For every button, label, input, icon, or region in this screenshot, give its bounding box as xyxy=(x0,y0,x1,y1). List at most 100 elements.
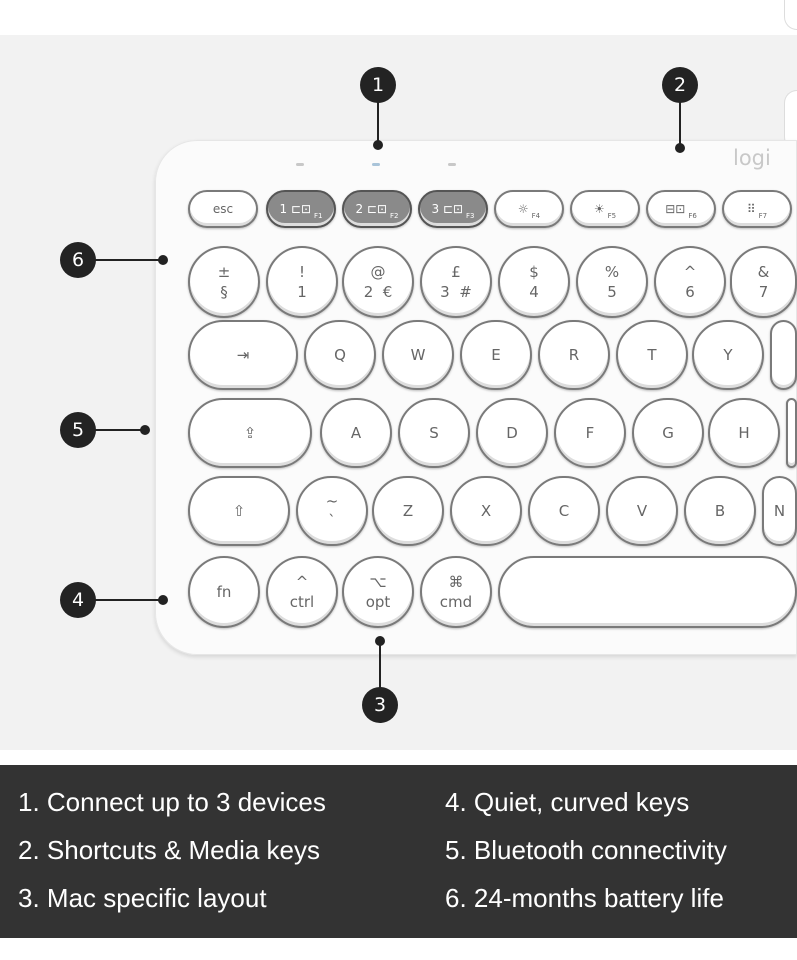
key-sublabel: ` xyxy=(328,512,336,530)
key-q_row-1[interactable]: Q xyxy=(304,320,376,390)
callout-3: 3 xyxy=(362,687,398,723)
key-a_row-7[interactable] xyxy=(786,398,797,468)
key-number_row-2[interactable]: @2 € xyxy=(342,246,414,318)
key-q_row-4[interactable]: R xyxy=(538,320,610,390)
callout-line xyxy=(94,429,144,431)
key-fn_row-5[interactable]: ☀F5 xyxy=(570,190,640,228)
callout-2: 2 xyxy=(662,67,698,103)
key-label: & xyxy=(757,263,770,281)
key-q_row-6[interactable]: Y xyxy=(692,320,764,390)
key-fn_row-3[interactable]: 3 ⊏⊡F3 xyxy=(418,190,488,228)
key-bottom_row-2[interactable]: ⌥ opt xyxy=(342,556,414,628)
key-label: G xyxy=(662,424,674,442)
key-label: ☀ xyxy=(593,202,605,216)
key-sublabel: 7 xyxy=(758,283,769,301)
callout-line xyxy=(377,100,379,145)
key-label: E xyxy=(491,346,501,364)
key-sublabel: opt xyxy=(365,593,391,611)
carousel-button[interactable] xyxy=(784,0,797,30)
feature-6: 6. 24-months battery life xyxy=(445,883,724,913)
key-a_row-1[interactable]: A xyxy=(320,398,392,468)
function-key-label: F3 xyxy=(466,212,475,220)
key-label: N xyxy=(773,502,786,520)
key-a_row-3[interactable]: D xyxy=(476,398,548,468)
callout-line xyxy=(94,259,162,261)
callout-1: 1 xyxy=(360,67,396,103)
key-label: B xyxy=(714,502,726,520)
key-q_row-3[interactable]: E xyxy=(460,320,532,390)
key-fn_row-2[interactable]: 2 ⊏⊡F2 xyxy=(342,190,412,228)
key-label: ⇥ xyxy=(236,346,250,364)
key-label: 2 ⊏⊡ xyxy=(355,202,388,216)
key-label: W xyxy=(410,346,426,364)
function-key-label: F1 xyxy=(314,212,323,220)
key-a_row-4[interactable]: F xyxy=(554,398,626,468)
key-sublabel: 1 xyxy=(297,283,307,301)
key-fn_row-6[interactable]: ⊟⊡F6 xyxy=(646,190,716,228)
key-label: esc xyxy=(212,202,234,216)
key-label: ^ xyxy=(683,263,697,281)
key-number_row-1[interactable]: !1 xyxy=(266,246,338,318)
key-label: ± xyxy=(217,263,231,281)
key-label: ⇧ xyxy=(232,502,246,520)
key-z_row-5[interactable]: V xyxy=(606,476,678,546)
key-label: Q xyxy=(334,346,346,364)
key-z_row-3[interactable]: X xyxy=(450,476,522,546)
device-led-2 xyxy=(372,163,380,166)
key-label: ⇪ xyxy=(243,424,257,442)
key-number_row-0[interactable]: ±§ xyxy=(188,246,260,318)
key-fn_row-0[interactable]: esc xyxy=(188,190,258,228)
key-a_row-5[interactable]: G xyxy=(632,398,704,468)
key-number_row-7[interactable]: &7 xyxy=(730,246,797,318)
device-led-3 xyxy=(448,163,456,166)
key-bottom_row-1[interactable]: ^ctrl xyxy=(266,556,338,628)
key-number_row-5[interactable]: %5 xyxy=(576,246,648,318)
key-label: V xyxy=(636,502,648,520)
key-a_row-6[interactable]: H xyxy=(708,398,780,468)
key-label: A xyxy=(350,424,362,442)
key-q_row-2[interactable]: W xyxy=(382,320,454,390)
key-a_row-2[interactable]: S xyxy=(398,398,470,468)
key-q_row-0[interactable]: ⇥ xyxy=(188,320,298,390)
key-label: ! xyxy=(298,263,305,281)
key-sublabel: cmd xyxy=(439,593,473,611)
key-sublabel: 5 xyxy=(607,283,617,301)
key-number_row-3[interactable]: £3 # xyxy=(420,246,492,318)
key-label: Z xyxy=(402,502,414,520)
key-label: ⊟⊡ xyxy=(665,202,686,216)
key-q_row-7[interactable] xyxy=(770,320,797,390)
feature-4: 4. Quiet, curved keys xyxy=(445,787,690,817)
key-label: ⌥ xyxy=(369,573,387,591)
key-z_row-2[interactable]: Z xyxy=(372,476,444,546)
key-z_row-1[interactable]: ~` xyxy=(296,476,368,546)
key-bottom_row-3[interactable]: ⌘ cmd xyxy=(420,556,492,628)
key-z_row-4[interactable]: C xyxy=(528,476,600,546)
key-bottom_row-0[interactable]: fn xyxy=(188,556,260,628)
key-z_row-7[interactable]: N xyxy=(762,476,797,546)
key-sublabel: 4 xyxy=(529,283,539,301)
key-number_row-6[interactable]: ^6 xyxy=(654,246,726,318)
key-label: R xyxy=(568,346,580,364)
callout-dot xyxy=(373,140,383,150)
callout-dot xyxy=(140,425,150,435)
key-q_row-5[interactable]: T xyxy=(616,320,688,390)
key-sublabel: ctrl xyxy=(289,593,315,611)
callout-6: 6 xyxy=(60,242,96,278)
key-fn_row-1[interactable]: 1 ⊏⊡F1 xyxy=(266,190,336,228)
key-label: fn xyxy=(216,583,232,601)
function-key-label: F6 xyxy=(688,212,697,220)
callout-line xyxy=(94,599,162,601)
key-bottom_row-4[interactable] xyxy=(498,556,797,628)
key-z_row-6[interactable]: B xyxy=(684,476,756,546)
device-led-1 xyxy=(296,163,304,166)
callout-dot xyxy=(158,595,168,605)
key-a_row-0[interactable]: ⇪ xyxy=(188,398,312,468)
key-label: ~ xyxy=(325,492,339,510)
key-number_row-4[interactable]: $4 xyxy=(498,246,570,318)
key-fn_row-7[interactable]: ⠿F7 xyxy=(722,190,792,228)
key-z_row-0[interactable]: ⇧ xyxy=(188,476,290,546)
key-fn_row-4[interactable]: ☼F4 xyxy=(494,190,564,228)
key-label: ⌘ xyxy=(448,573,464,591)
key-label: D xyxy=(506,424,518,442)
key-label: % xyxy=(604,263,620,281)
